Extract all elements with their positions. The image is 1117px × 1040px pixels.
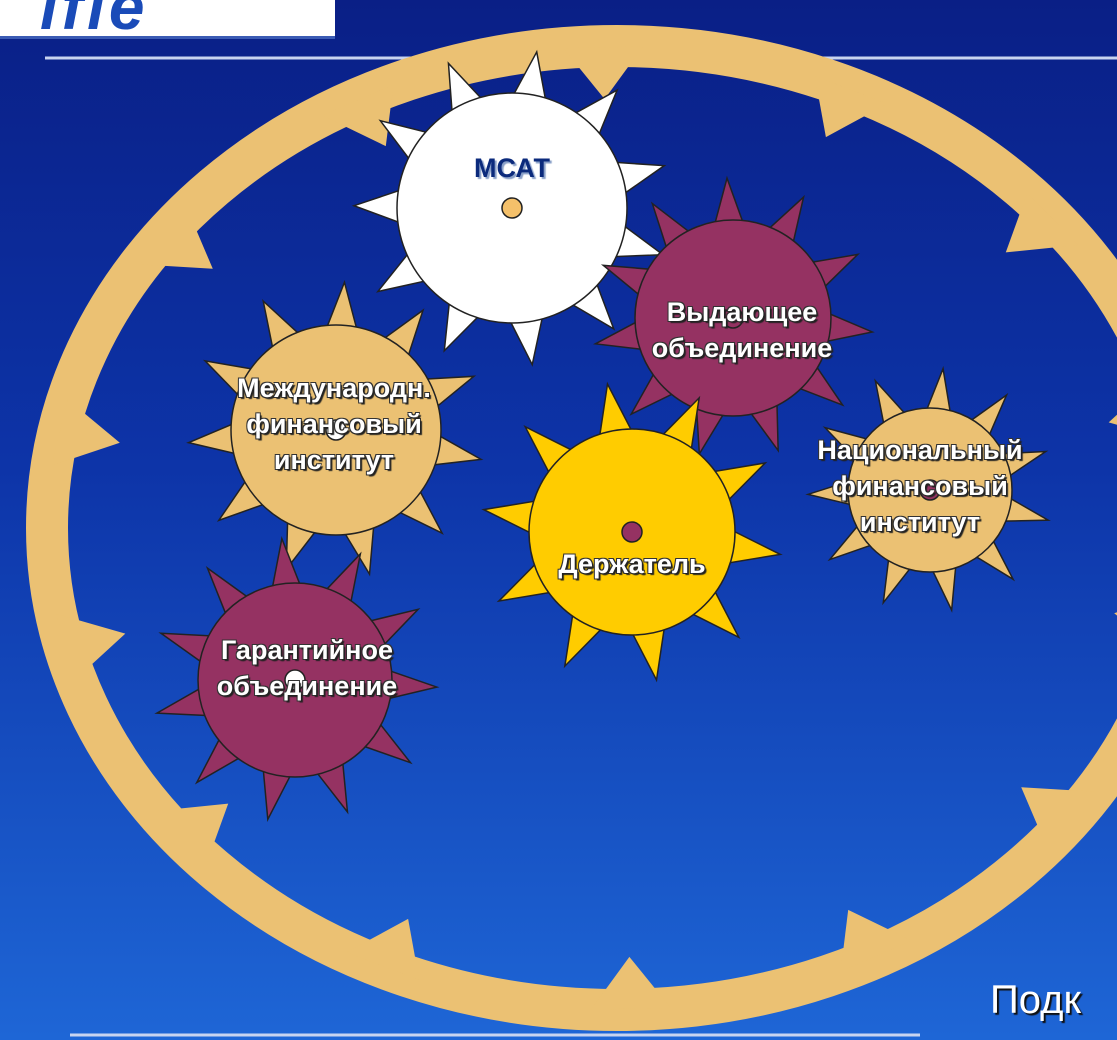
- ring-band: [26, 25, 1117, 1031]
- gear-axle: [284, 669, 306, 691]
- gear-label-line: Гарантийное: [220, 635, 394, 665]
- ring-tooth: [563, 46, 643, 100]
- ring-tooth: [840, 909, 912, 972]
- ring-tooth: [155, 803, 229, 863]
- gear-label-line: финансовый: [832, 471, 1008, 501]
- gear-axle: [919, 479, 941, 501]
- gear-label-line: МСАТ: [474, 153, 550, 183]
- gear-label-line: институт: [859, 507, 981, 537]
- gear-label-intl: Международн. финансовый институт: [237, 370, 431, 478]
- ring-tooth: [814, 75, 888, 138]
- logo: ifie: [0, 0, 335, 43]
- ring-tooth: [56, 613, 126, 680]
- gears: [154, 49, 1051, 823]
- gear-axle: [621, 521, 643, 543]
- gear-label-line: объединение: [216, 671, 398, 701]
- gear-issuing: [592, 175, 875, 457]
- ring-tooth: [1005, 193, 1079, 253]
- ring-tooth: [1108, 414, 1117, 425]
- gear-msat: [351, 49, 667, 367]
- gear-guarantee: [154, 535, 440, 823]
- gear-axle: [501, 197, 523, 219]
- gear-axle: [722, 307, 744, 329]
- gear-label-msat: МСАТ: [474, 150, 550, 186]
- gear-label-line: финансовый: [246, 409, 422, 439]
- gear-label-holder: Держатель: [558, 546, 705, 582]
- gear-national: [805, 365, 1051, 613]
- gear-label-line: Национальный: [817, 435, 1023, 465]
- ring-tooth: [346, 918, 420, 981]
- gear-label-line: Выдающее: [666, 297, 818, 327]
- gear-axle: [325, 419, 347, 441]
- ring-tooth: [591, 956, 671, 1010]
- ring-tooth: [51, 399, 120, 466]
- gear-label-guarantee: Гарантийное объединение: [217, 632, 398, 704]
- gear-label-line: Держатель: [558, 549, 706, 579]
- ring-tooth: [1021, 787, 1095, 846]
- gear-label-national: Национальный финансовый институт: [817, 432, 1022, 540]
- gear-label-line: институт: [273, 445, 395, 475]
- logo-text: ifie: [40, 0, 149, 43]
- ring-tooth: [139, 210, 213, 269]
- ring-tooth: [322, 84, 394, 147]
- footer-text: Подк: [990, 978, 1081, 1022]
- ring-tooth: [1114, 612, 1117, 616]
- gear-label-line: объединение: [651, 333, 833, 363]
- outer-ring: [26, 25, 1117, 1031]
- gear-holder: [481, 381, 783, 683]
- gear-label-line: Международн.: [237, 373, 431, 403]
- gear-label-issuing: Выдающее объединение: [652, 294, 833, 366]
- gear-intl: [186, 279, 484, 577]
